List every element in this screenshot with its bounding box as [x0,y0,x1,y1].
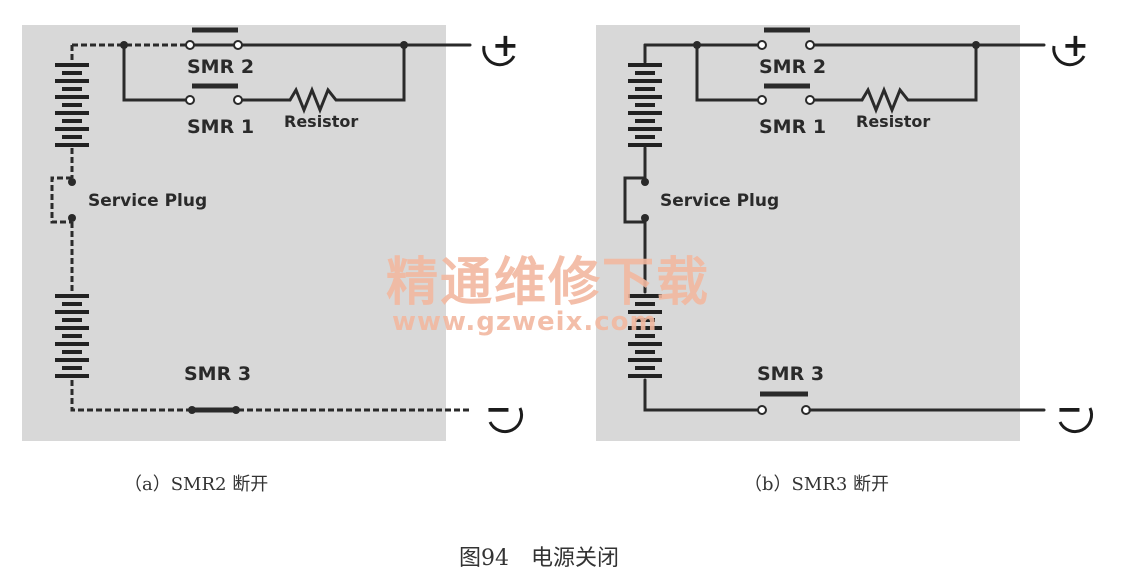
figure-caption: 图94 电源关闭 [459,546,619,571]
caption-panel-a: （a）SMR2 断开 [124,474,269,495]
smr3-node-left [188,406,196,414]
panel-b-background [596,25,1020,441]
service-plug-node-top [68,178,76,186]
label-smr2: SMR 2 [187,56,254,78]
smr1-node-right [233,95,243,105]
label-resistor: Resistor [284,112,358,131]
terminal-plus: + [492,26,519,64]
label-smr3: SMR 3 [757,363,824,385]
junction-right [400,41,408,49]
junction-left [120,41,128,49]
panel-b: SMR 2 SMR 1 Resistor Service Plug SMR 3 … [596,25,1094,441]
smr2-node-right [233,40,243,50]
label-resistor: Resistor [856,112,930,131]
watermark: 精通维修下载 www.gzweix.com [386,253,710,337]
battery-top [55,63,89,147]
terminal-plus: + [1062,26,1089,64]
watermark-text: 精通维修下载 [386,253,710,313]
panel-a-background [22,25,446,441]
label-service-plug: Service Plug [88,191,207,211]
battery-bottom [628,294,662,378]
label-smr1: SMR 1 [187,116,254,138]
terminal-minus-arc [488,407,524,434]
label-smr1: SMR 1 [759,116,826,138]
service-plug-node-bottom [641,214,649,222]
smr1-node-right [805,95,815,105]
service-plug-loop [623,176,647,224]
panel-a: SMR 2 SMR 1 Resistor Service Plug SMR 3 … [22,25,524,441]
terminal-plus-arc [482,45,516,67]
service-plug-node-bottom [68,214,76,222]
service-plug-node-top [641,178,649,186]
service-plug-loop [50,176,72,224]
caption-panel-b: （b）SMR3 断开 [744,474,890,495]
label-smr2: SMR 2 [759,56,826,78]
resistor-zigzag [860,43,978,115]
junction-left [693,41,701,49]
battery-top [628,63,662,147]
battery-bottom [55,294,89,378]
smr3-node-left [757,405,767,415]
terminal-minus: − [1056,390,1083,428]
wire-bottom-left [70,380,190,412]
smr1-node-left [757,95,767,105]
watermark-url: www.gzweix.com [392,307,658,337]
wire-bottom-left [643,378,764,412]
smr2-node-left [757,40,767,50]
wire-branch-left [695,43,764,102]
label-smr3: SMR 3 [184,363,251,385]
terminal-minus: − [485,390,512,428]
terminal-minus-arc [1058,407,1094,434]
wire-branch-left [122,43,192,102]
resistor-zigzag [288,43,406,115]
smr2-node-right [805,40,815,50]
terminal-plus-arc [1052,45,1086,67]
label-service-plug: Service Plug [660,191,779,211]
junction-right [972,41,980,49]
smr3-node-right [232,406,240,414]
smr2-node-left [185,40,195,50]
smr1-node-left [185,95,195,105]
